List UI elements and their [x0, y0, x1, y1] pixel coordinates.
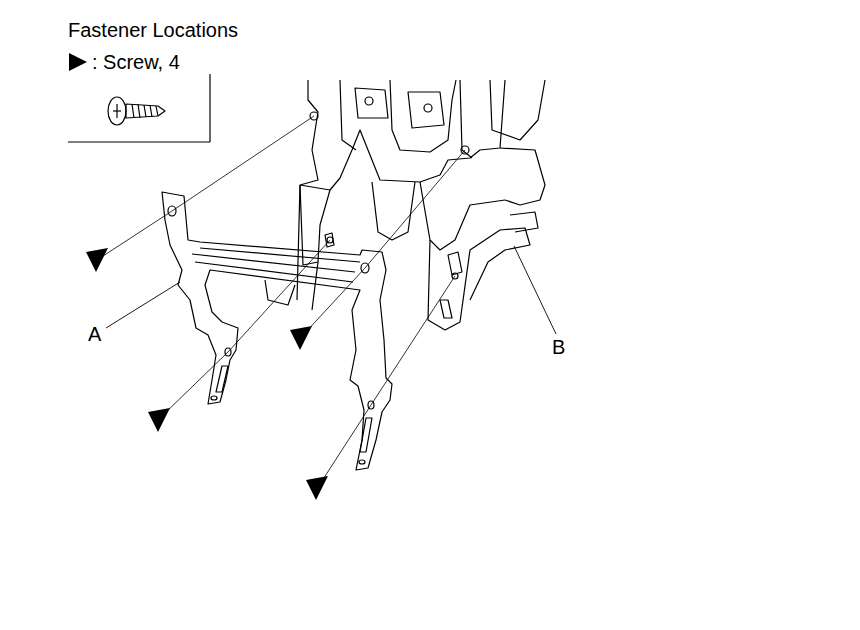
screw-icon [108, 97, 165, 125]
part-label: A [87, 323, 102, 345]
bracket [162, 192, 392, 470]
leader-line [106, 246, 556, 334]
mount-points [310, 112, 469, 279]
housing [297, 80, 545, 330]
legend-frame [68, 74, 210, 142]
legend-swatch [68, 51, 88, 73]
part-label: B [551, 336, 566, 358]
diagram-title: Fastener Locations [68, 18, 238, 42]
alignment-lines [100, 116, 465, 484]
screw-symbol [86, 248, 328, 500]
legend-text: : Screw, 4 [92, 50, 180, 74]
